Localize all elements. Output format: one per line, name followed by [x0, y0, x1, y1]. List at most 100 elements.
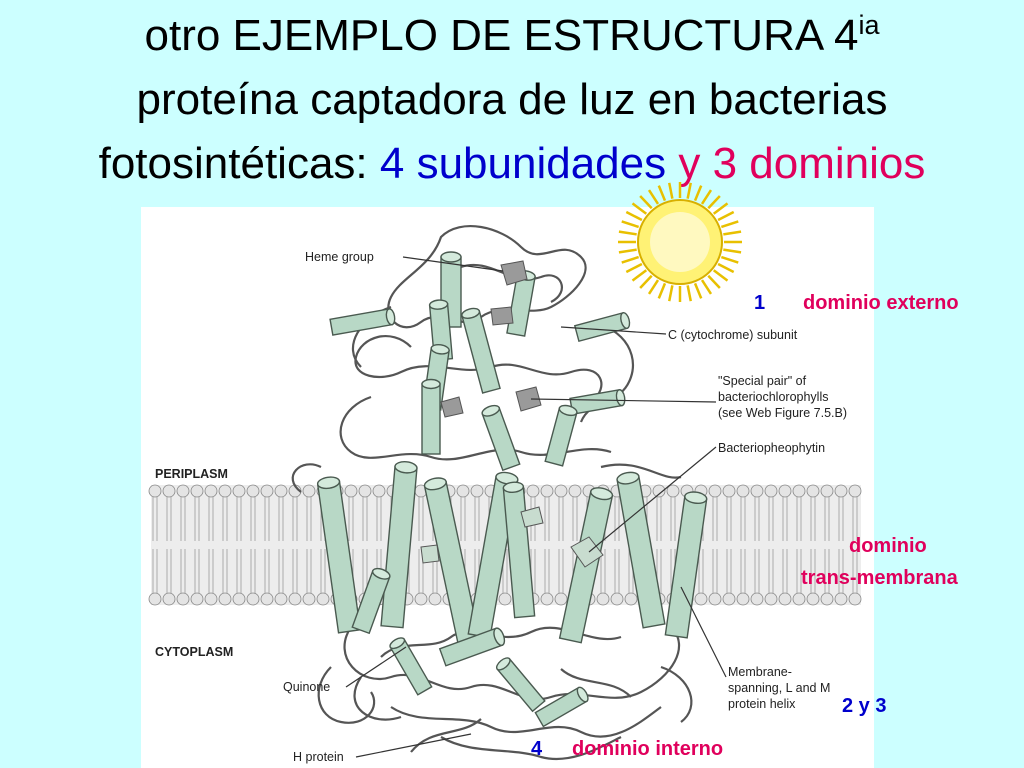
- pigment-group: [420, 260, 604, 568]
- label-bacteriopheophytin: Bacteriopheophytin: [718, 441, 826, 455]
- heme-pigment: [500, 260, 528, 286]
- helix-end: [620, 312, 631, 330]
- lipid-head: [260, 484, 274, 498]
- title-domains: 3 dominios: [712, 139, 926, 188]
- sun-ray: [625, 210, 643, 222]
- alpha-helix: [351, 567, 391, 635]
- alpha-helix: [616, 471, 666, 629]
- alpha-helix: [502, 481, 536, 619]
- label-cytoplasm: CYTOPLASM: [155, 645, 234, 659]
- alpha-helix: [389, 637, 433, 696]
- helix-end: [590, 487, 614, 501]
- lipid-head: [736, 592, 750, 606]
- lipid-head: [148, 484, 162, 498]
- helix-end: [495, 657, 511, 671]
- sun-ray: [668, 285, 674, 302]
- helix-end: [421, 378, 441, 390]
- title-line-2: proteína captadora de luz en bacterias: [136, 75, 888, 124]
- sun-ray: [618, 230, 637, 236]
- helix-end: [616, 471, 640, 485]
- lipid-head: [540, 592, 554, 606]
- lipid-head: [554, 592, 568, 606]
- helix-body: [421, 383, 441, 455]
- sun-ray: [717, 262, 735, 274]
- pigment: [420, 544, 440, 564]
- lipid-head: [596, 592, 610, 606]
- sun-ray: [631, 202, 648, 215]
- sun-ray: [639, 274, 653, 289]
- lipid-head: [540, 484, 554, 498]
- sun-ray: [639, 195, 653, 210]
- lipid-head: [806, 592, 820, 606]
- sun-ray: [668, 182, 674, 199]
- transmembrane-domain-line-1: dominio: [849, 535, 927, 557]
- helix-body: [481, 406, 521, 472]
- helix-body: [573, 311, 629, 343]
- sun-ray: [621, 255, 640, 264]
- lipid-head: [708, 484, 722, 498]
- helix-end: [423, 477, 447, 491]
- lipid-head: [428, 592, 442, 606]
- lipid-head: [834, 484, 848, 498]
- protein-structure-figure: Heme group C (cytochrome) subunit "Speci…: [141, 207, 874, 768]
- helix-end: [493, 627, 506, 647]
- lipid-head: [162, 592, 176, 606]
- label-quinone: Quinone: [283, 680, 331, 694]
- lipid-head: [260, 592, 274, 606]
- lipid-head: [652, 484, 666, 498]
- lipid-head: [162, 484, 176, 498]
- alpha-helix: [329, 308, 396, 336]
- lipid-head: [526, 484, 540, 498]
- lipid-head: [820, 484, 834, 498]
- protein-diagram-svg: [148, 225, 862, 761]
- lipid-head: [372, 484, 386, 498]
- lipid-head: [204, 592, 218, 606]
- lipid-head: [834, 592, 848, 606]
- sun-ray: [621, 220, 640, 229]
- label-c-subunit: C (cytochrome) subunit: [668, 328, 798, 342]
- sun-core: [650, 212, 710, 272]
- title-subunits: 4 subunidades: [379, 139, 667, 188]
- title-line-3: fotosintéticas: 4 subunidades y 3 domini…: [98, 139, 926, 188]
- lipid-head: [778, 484, 792, 498]
- label-special-pair-3: (see Web Figure 7.5.B): [718, 406, 847, 420]
- helix-end: [430, 343, 450, 355]
- sun-ray: [686, 182, 692, 199]
- label-membrane-3: protein helix: [728, 697, 796, 711]
- alpha-helix: [544, 404, 578, 467]
- label-membrane-1: Membrane-: [728, 665, 792, 679]
- lipid-head: [792, 592, 806, 606]
- helix-end: [389, 637, 406, 650]
- helix-end: [502, 481, 525, 494]
- lipid-head: [148, 592, 162, 606]
- lipid-head: [302, 592, 316, 606]
- helix-end: [440, 251, 462, 263]
- alpha-helix: [461, 307, 501, 394]
- sun-ray: [647, 189, 660, 205]
- sun-ray: [693, 282, 703, 299]
- lipid-head: [470, 484, 484, 498]
- helix-end: [481, 404, 501, 417]
- lipid-head: [554, 484, 568, 498]
- domain-1-number: 1: [754, 292, 766, 314]
- lipid-head: [232, 484, 246, 498]
- lipid-head: [568, 484, 582, 498]
- alpha-helix: [664, 491, 708, 639]
- bacteriochlorophyll-pigment: [515, 386, 542, 412]
- helix-end: [558, 404, 578, 417]
- lipid-head: [792, 484, 806, 498]
- lipid-head: [456, 484, 470, 498]
- domain-4-label: dominio interno: [572, 738, 724, 760]
- alpha-helix: [569, 388, 626, 416]
- lipid-head: [302, 484, 316, 498]
- lipid-head: [722, 484, 736, 498]
- leader-lines: [345, 256, 727, 758]
- sun-ray: [723, 230, 742, 236]
- helix-end: [428, 299, 449, 310]
- lipid-head: [288, 592, 302, 606]
- helix-body: [569, 388, 623, 416]
- sun-ray: [618, 248, 637, 254]
- alpha-helix: [316, 476, 362, 634]
- sun-ray: [625, 262, 643, 274]
- helix-body: [329, 308, 393, 336]
